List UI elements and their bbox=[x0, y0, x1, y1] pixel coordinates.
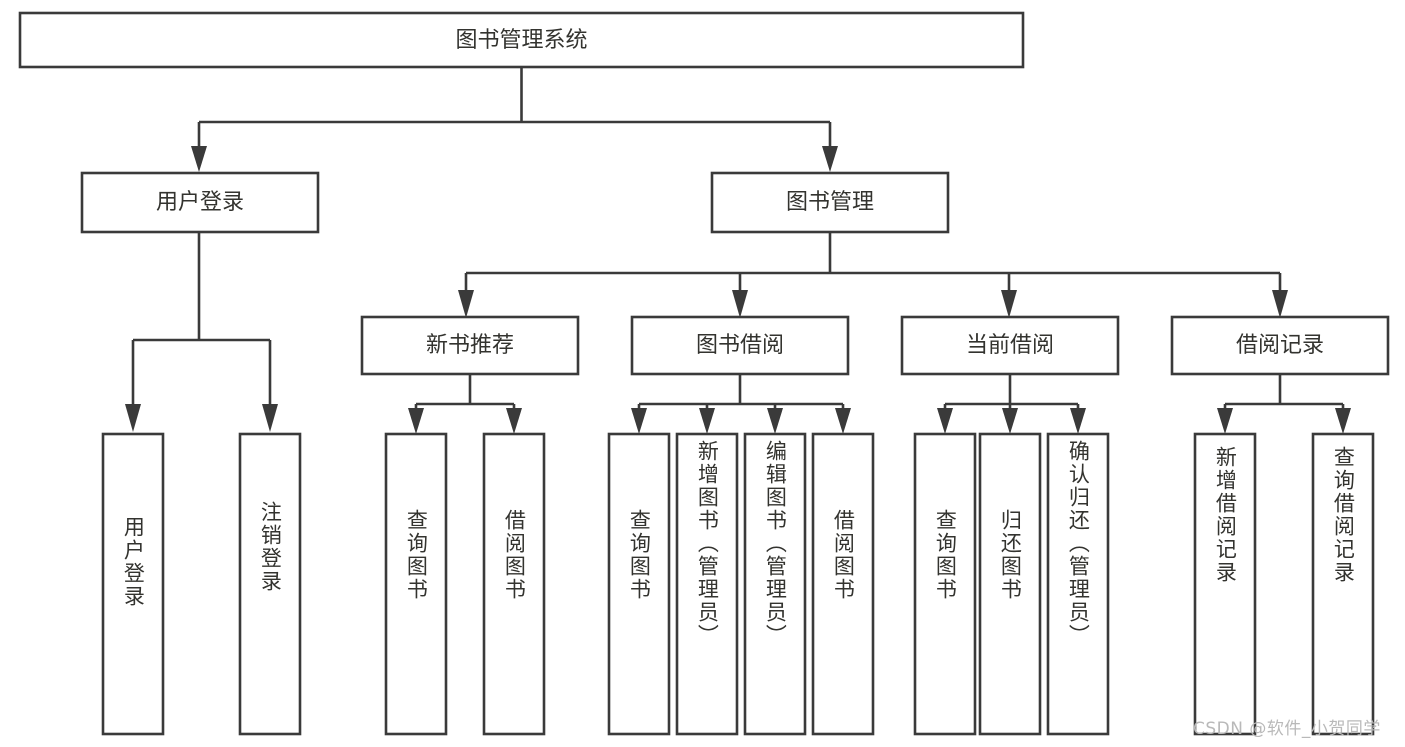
node-borrow-record-box[interactable] bbox=[1170, 315, 1390, 376]
node-book-manage-label: 图书管理 bbox=[786, 190, 874, 215]
leaf-box-query-book-2[interactable] bbox=[607, 432, 671, 736]
node-borrow-record[interactable]: 借阅记录 bbox=[1170, 315, 1390, 376]
node-book-borrow[interactable]: 图书借阅 bbox=[630, 315, 850, 376]
connector-group-new-book-rec bbox=[408, 374, 522, 434]
leaf-box-query-book-3[interactable] bbox=[913, 432, 977, 736]
arrowhead-leaf-confirm-return bbox=[1070, 408, 1086, 434]
connector-group-user-login bbox=[125, 232, 278, 432]
leaf-box-confirm-return[interactable] bbox=[1046, 432, 1110, 736]
leaf-box-return-book[interactable] bbox=[978, 432, 1042, 736]
node-new-book-rec-label: 新书推荐 bbox=[426, 333, 514, 358]
node-book-manage-box[interactable] bbox=[710, 171, 950, 234]
leaf-box-query-record[interactable] bbox=[1311, 432, 1375, 736]
arrowhead-leaf-add-book bbox=[699, 408, 715, 434]
node-user-login[interactable]: 用户登录 bbox=[80, 171, 320, 234]
arrowhead-new-book-rec bbox=[458, 290, 474, 318]
leaf-box-logout[interactable] bbox=[238, 432, 302, 736]
node-book-manage[interactable]: 图书管理 bbox=[710, 171, 950, 234]
arrowhead-current-borrow bbox=[1001, 290, 1017, 318]
arrowhead-leaf-borrow-book-2 bbox=[835, 408, 851, 434]
arrowhead-book-borrow bbox=[732, 290, 748, 318]
node-user-login-box[interactable] bbox=[80, 171, 320, 234]
leaf-box-add-record[interactable] bbox=[1193, 432, 1257, 736]
node-borrow-record-label: 借阅记录 bbox=[1236, 333, 1324, 358]
csdn-watermark: CSDN @软件_小贺同学 bbox=[1193, 719, 1381, 739]
node-book-borrow-box[interactable] bbox=[630, 315, 850, 376]
arrowhead-leaf-query-book-1 bbox=[408, 408, 424, 434]
node-current-borrow[interactable]: 当前借阅 bbox=[900, 315, 1120, 376]
node-new-book-rec[interactable]: 新书推荐 bbox=[360, 315, 580, 376]
connector-group-book-borrow bbox=[631, 374, 851, 434]
arrowhead-leaf-logout bbox=[262, 404, 278, 432]
connector-group-book-manage bbox=[458, 232, 1288, 318]
leaf-box-add-book[interactable] bbox=[675, 432, 739, 736]
arrowhead-book-manage bbox=[822, 146, 838, 172]
arrowhead-leaf-add-record bbox=[1217, 408, 1233, 434]
node-user-login-label: 用户登录 bbox=[156, 190, 244, 215]
node-new-book-rec-box[interactable] bbox=[360, 315, 580, 376]
arrowhead-leaf-return-book bbox=[1002, 408, 1018, 434]
arrowhead-leaf-query-book-3 bbox=[937, 408, 953, 434]
arrowhead-borrow-record bbox=[1272, 290, 1288, 318]
leaf-box-query-book-1[interactable] bbox=[384, 432, 448, 736]
node-current-borrow-label: 当前借阅 bbox=[966, 333, 1054, 358]
leaf-box-borrow-book-2[interactable] bbox=[811, 432, 875, 736]
node-root-label: 图书管理系统 bbox=[455, 28, 587, 53]
arrowhead-user-login bbox=[191, 146, 207, 172]
arrowhead-leaf-user-login bbox=[125, 404, 141, 432]
leaf-box-borrow-book-1[interactable] bbox=[482, 432, 546, 736]
node-current-borrow-box[interactable] bbox=[900, 315, 1120, 376]
connector-group-borrow-record bbox=[1217, 374, 1351, 434]
node-root[interactable]: 图书管理系统 bbox=[18, 11, 1025, 69]
leaf-box-user-login[interactable] bbox=[101, 432, 165, 736]
arrowhead-leaf-query-book-2 bbox=[631, 408, 647, 434]
arrowhead-leaf-borrow-book-1 bbox=[506, 408, 522, 434]
leaf-box-edit-book[interactable] bbox=[743, 432, 807, 736]
connector-group-root bbox=[191, 67, 838, 172]
arrowhead-leaf-edit-book bbox=[767, 408, 783, 434]
node-root-box[interactable] bbox=[18, 11, 1025, 69]
node-book-borrow-label: 图书借阅 bbox=[696, 333, 784, 358]
arrowhead-leaf-query-record bbox=[1335, 408, 1351, 434]
connector-group-current-borrow bbox=[937, 374, 1086, 434]
